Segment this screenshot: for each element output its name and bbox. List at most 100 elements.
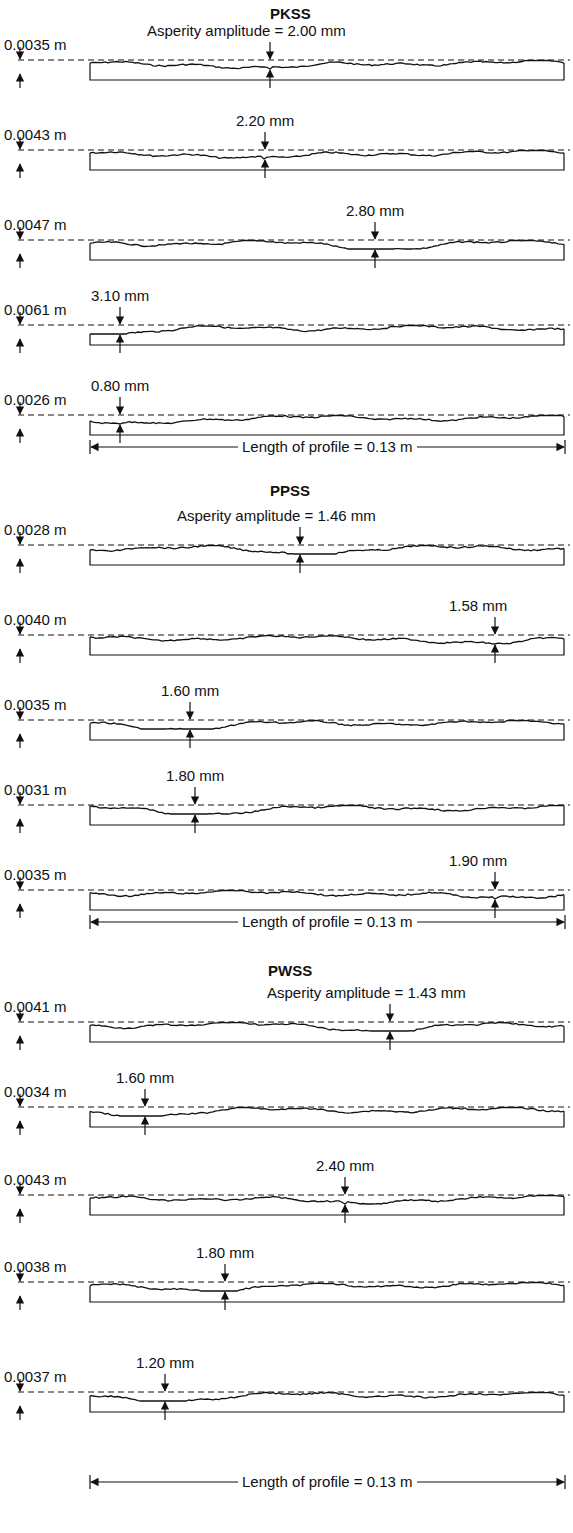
height-arrow bbox=[19, 1209, 20, 1223]
amplitude-arrow bbox=[494, 872, 495, 889]
amplitude-label: 1.90 mm bbox=[449, 852, 507, 870]
height-arrow bbox=[19, 74, 20, 88]
joint-profile bbox=[90, 636, 564, 645]
specimen-outline bbox=[90, 1197, 564, 1215]
joint-profile bbox=[90, 891, 564, 900]
amplitude-arrow bbox=[164, 1402, 165, 1420]
amplitude-arrow bbox=[299, 555, 300, 573]
specimen-outline bbox=[90, 1395, 564, 1412]
height-arrow bbox=[19, 1296, 20, 1310]
specimen-outline bbox=[90, 417, 564, 435]
section-heading: PKSS bbox=[270, 5, 311, 23]
reference-line bbox=[18, 150, 570, 151]
height-arrow bbox=[19, 429, 20, 443]
height-label: 0.0037 m bbox=[4, 1368, 67, 1386]
reference-line bbox=[18, 890, 570, 891]
amplitude-arrow bbox=[264, 132, 265, 149]
joint-profile bbox=[90, 806, 564, 815]
height-label: 0.0026 m bbox=[4, 391, 67, 409]
amplitude-arrow bbox=[194, 815, 195, 833]
joint-profile bbox=[90, 721, 564, 730]
height-label: 0.0034 m bbox=[4, 1083, 67, 1101]
amplitude-arrow bbox=[494, 645, 495, 663]
dimension-tick bbox=[89, 1475, 90, 1489]
reference-line bbox=[18, 545, 570, 546]
dimension-label: Length of profile = 0.13 m bbox=[238, 1473, 417, 1491]
amplitude-arrow bbox=[389, 1004, 390, 1021]
specimen-outline bbox=[90, 637, 564, 655]
dimension-tick bbox=[89, 915, 90, 929]
joint-profile bbox=[90, 1283, 564, 1292]
amplitude-arrow bbox=[269, 70, 270, 88]
height-arrow bbox=[19, 734, 20, 748]
joint-profile bbox=[90, 1393, 564, 1402]
dimension-tick bbox=[564, 1475, 565, 1489]
amplitude-label: 2.40 mm bbox=[316, 1157, 374, 1175]
amplitude-label: 1.58 mm bbox=[449, 597, 507, 615]
amplitude-arrow bbox=[299, 527, 300, 544]
specimen-outline bbox=[90, 893, 564, 910]
specimen-outline bbox=[90, 153, 564, 170]
height-label: 0.0028 m bbox=[4, 521, 67, 539]
joint-profile bbox=[90, 1108, 564, 1117]
amplitude-arrow bbox=[189, 730, 190, 748]
reference-line bbox=[18, 240, 570, 241]
specimen-outline bbox=[90, 1025, 564, 1042]
specimen-outline bbox=[90, 329, 564, 345]
height-arrow bbox=[19, 649, 20, 663]
amplitude-arrow bbox=[119, 425, 120, 443]
specimen-outline bbox=[90, 548, 564, 565]
amplitude-label: 1.60 mm bbox=[161, 682, 219, 700]
dimension-label: Length of profile = 0.13 m bbox=[238, 438, 417, 456]
reference-line bbox=[18, 60, 570, 61]
amplitude-arrow bbox=[144, 1117, 145, 1135]
amplitude-label: 3.10 mm bbox=[91, 287, 149, 305]
specimen-outline bbox=[90, 1111, 564, 1127]
amplitude-arrow bbox=[494, 900, 495, 918]
joint-profile bbox=[90, 1196, 564, 1205]
amplitude-arrow bbox=[224, 1264, 225, 1281]
height-arrow bbox=[19, 819, 20, 833]
height-label: 0.0040 m bbox=[4, 611, 67, 629]
reference-line bbox=[18, 325, 570, 326]
height-arrow bbox=[19, 254, 20, 268]
amplitude-label: 0.80 mm bbox=[91, 377, 149, 395]
section-heading: PWSS bbox=[268, 962, 312, 980]
amplitude-label: 1.20 mm bbox=[136, 1354, 194, 1372]
height-label: 0.0035 m bbox=[4, 696, 67, 714]
amplitude-arrow bbox=[224, 1292, 225, 1310]
reference-line bbox=[18, 635, 570, 636]
amplitude-arrow bbox=[119, 335, 120, 353]
amplitude-arrow bbox=[389, 1032, 390, 1050]
amplitude-label: 1.60 mm bbox=[116, 1069, 174, 1087]
amplitude-label: Asperity amplitude = 1.43 mm bbox=[267, 984, 466, 1002]
dimension-tick bbox=[564, 440, 565, 454]
specimen-outline bbox=[90, 723, 564, 740]
height-label: 0.0043 m bbox=[4, 1171, 67, 1189]
height-label: 0.0047 m bbox=[4, 216, 67, 234]
amplitude-arrow bbox=[264, 160, 265, 178]
specimen-outline bbox=[90, 1285, 564, 1302]
amplitude-arrow bbox=[269, 42, 270, 59]
height-arrow bbox=[19, 1036, 20, 1050]
height-arrow bbox=[19, 559, 20, 573]
amplitude-arrow bbox=[374, 222, 375, 239]
height-arrow bbox=[19, 339, 20, 353]
amplitude-arrow bbox=[374, 250, 375, 268]
height-label: 0.0041 m bbox=[4, 998, 67, 1016]
amplitude-label: 1.80 mm bbox=[196, 1244, 254, 1262]
joint-profile bbox=[90, 61, 564, 70]
amplitude-arrow bbox=[119, 397, 120, 414]
height-label: 0.0043 m bbox=[4, 126, 67, 144]
amplitude-arrow bbox=[164, 1374, 165, 1391]
amplitude-arrow bbox=[189, 702, 190, 719]
dimension-tick bbox=[89, 440, 90, 454]
height-arrow bbox=[19, 164, 20, 178]
joint-profile bbox=[90, 1023, 564, 1032]
reference-line bbox=[18, 1392, 570, 1393]
reference-line bbox=[18, 415, 570, 416]
amplitude-label: 2.20 mm bbox=[236, 112, 294, 130]
section-heading: PPSS bbox=[270, 482, 310, 500]
dimension-label: Length of profile = 0.13 m bbox=[238, 913, 417, 931]
